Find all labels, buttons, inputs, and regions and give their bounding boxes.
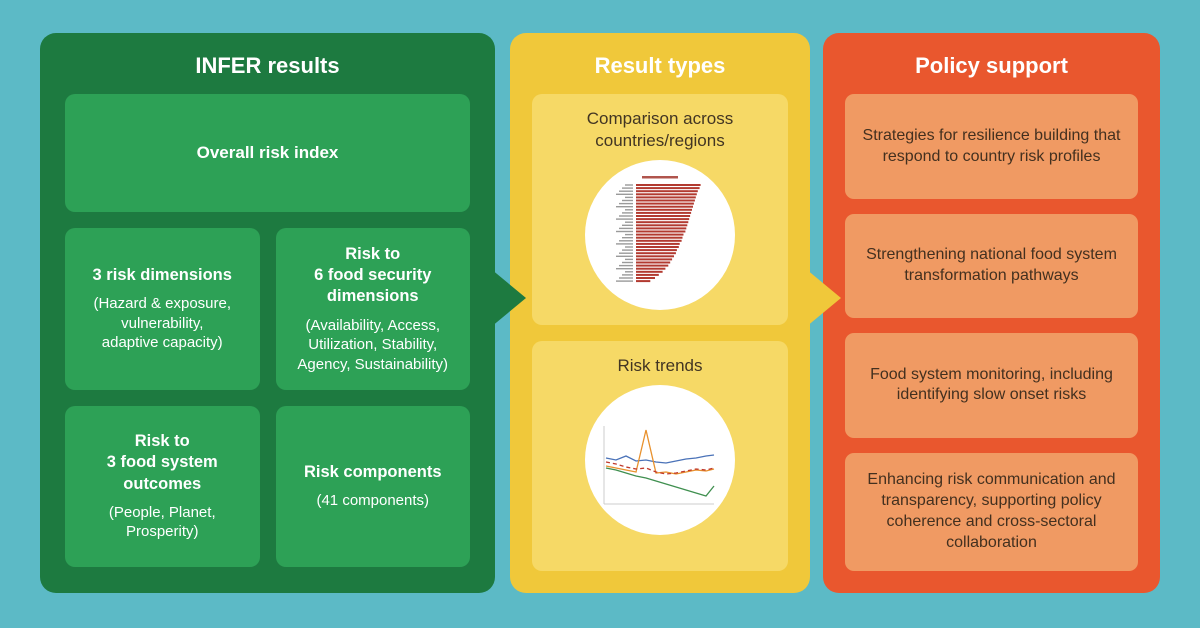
- flow-arrow-green: [491, 269, 526, 327]
- risk-components-box: Risk components (41 components): [275, 405, 470, 567]
- policy-item-transformation-pathways: Strengthening national food system trans…: [845, 213, 1138, 319]
- overall-risk-index-box: Overall risk index: [65, 94, 470, 213]
- policy-item-text: Strengthening national food system trans…: [866, 246, 1117, 284]
- risk-dimensions-title: 3 risk dimensions: [92, 266, 232, 284]
- policy-item-text: Strategies for resilience building that …: [862, 126, 1121, 165]
- comparison-box: Comparison across countries/regions: [532, 94, 788, 325]
- food-system-outcomes-box: Risk to 3 food system outcomes (People, …: [65, 405, 260, 567]
- policy-support-title: Policy support: [915, 53, 1068, 78]
- trend-chart-circle: [585, 384, 735, 535]
- trend-chart-svg: [603, 425, 715, 505]
- risk-components-subtitle: (41 components): [316, 492, 430, 510]
- panel-result-types: Result types Comparison across countries…: [510, 33, 810, 593]
- flow-arrow-yellow: [806, 269, 841, 327]
- panel-infer-results: INFER results Overall risk index 3 risk …: [40, 33, 495, 593]
- policy-item-text: Enhancing risk communication and transpa…: [867, 471, 1116, 551]
- ranking-chart-title-mark: [642, 175, 678, 179]
- ranking-chart-svg: [616, 175, 701, 282]
- risk-dimensions-subtitle: (Hazard & exposure, vulnerability, adapt…: [93, 295, 232, 352]
- risk-trends-box: Risk trends: [532, 340, 788, 572]
- food-system-outcomes-subtitle: (People, Planet, Prosperity): [108, 503, 216, 541]
- food-security-dimensions-box: Risk to 6 food security dimensions (Avai…: [275, 228, 470, 390]
- risk-components-title: Risk components: [303, 462, 442, 481]
- ranking-chart-circle: [585, 159, 735, 310]
- infer-results-grid: Overall risk index 3 risk dimensions (Ha…: [65, 94, 470, 567]
- result-types-title: Result types: [594, 53, 726, 78]
- comparison-box-title: Comparison across countries/regions: [586, 109, 734, 150]
- food-security-dimensions-subtitle: (Availability, Access, Utilization, Stab…: [297, 316, 449, 373]
- risk-dimensions-box: 3 risk dimensions (Hazard & exposure, vu…: [65, 228, 260, 390]
- policy-item-resilience-strategies: Strategies for resilience building that …: [845, 94, 1138, 199]
- food-security-dimensions-title: Risk to 6 food security dimensions: [314, 244, 432, 306]
- policy-item-text: Food system monitoring, including identi…: [870, 365, 1113, 404]
- policy-item-risk-communication: Enhancing risk communication and transpa…: [845, 452, 1138, 571]
- food-system-outcomes-title: Risk to 3 food system outcomes: [106, 431, 218, 493]
- risk-trends-box-title: Risk trends: [617, 355, 703, 375]
- policy-item-food-system-monitoring: Food system monitoring, including identi…: [845, 333, 1138, 438]
- panel-policy-support: Policy support Strategies for resilience…: [823, 33, 1160, 593]
- overall-risk-index-label: Overall risk index: [196, 143, 339, 163]
- infer-results-title: INFER results: [195, 53, 340, 78]
